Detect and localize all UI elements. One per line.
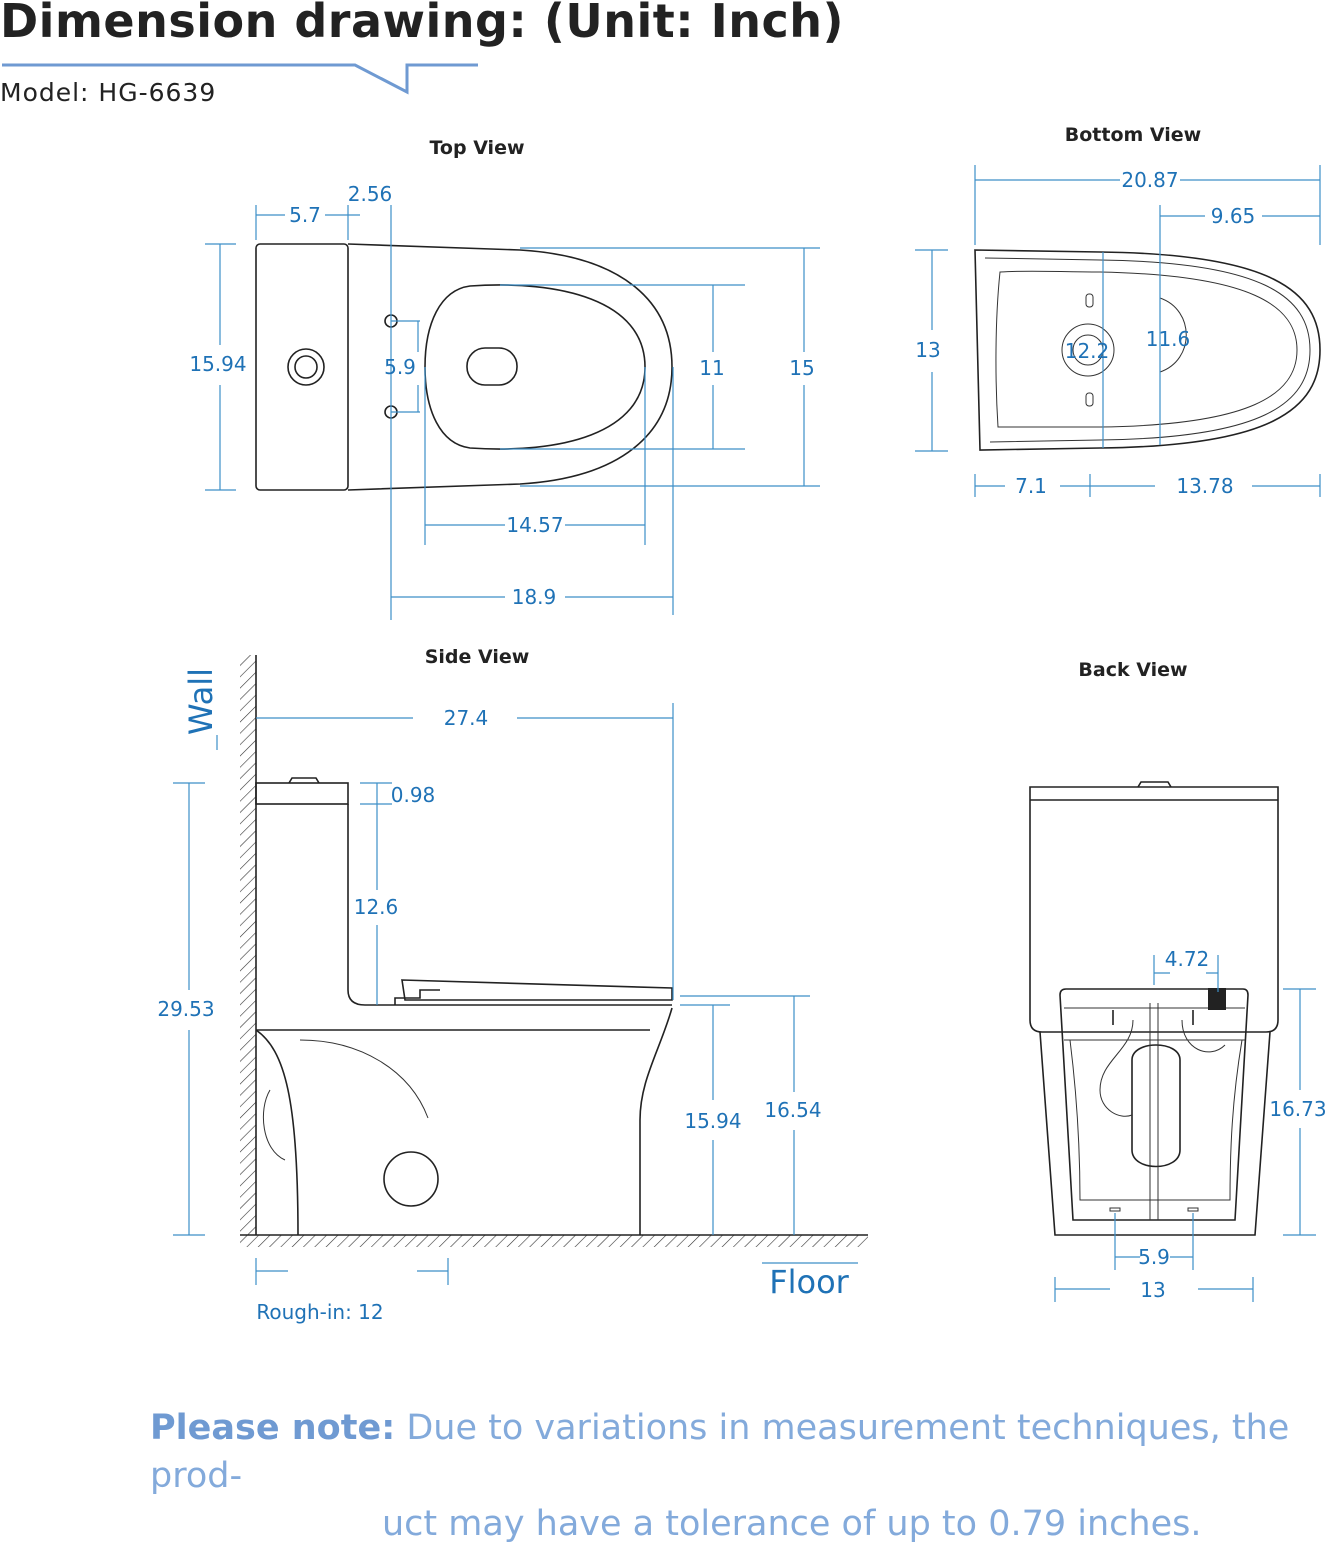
dim-label: 9.65 — [1211, 204, 1256, 228]
wall-hatch — [240, 655, 256, 1235]
back-view-title: Back View — [1078, 659, 1187, 681]
side-view-title: Side View — [425, 646, 530, 668]
dim-label: 27.4 — [444, 706, 489, 730]
dim-label: 13 — [1140, 1278, 1165, 1302]
top-view: Top View 5.7 2.56 15.94 5.9 11 15 14.57 … — [189, 137, 820, 620]
dim-label: 11.6 — [1146, 327, 1191, 351]
floor-label: Floor — [769, 1263, 849, 1301]
dim-label: 11 — [699, 356, 724, 380]
dimension-drawing: Top View 5.7 2.56 15.94 5.9 11 15 14.57 … — [2, 63, 1327, 1324]
seat — [401, 979, 673, 1001]
tank-body — [347, 804, 672, 1006]
dim-label: 29.53 — [157, 997, 214, 1021]
note-text-line2: uct may have a tolerance of up to 0.79 i… — [382, 1504, 1202, 1544]
rough-in-label: Rough-in: 12 — [256, 1300, 383, 1324]
lid-bumper — [466, 347, 518, 386]
dim-label: 16.73 — [1269, 1097, 1326, 1121]
outlet-circle — [383, 1151, 439, 1207]
dim-label: 5.9 — [1138, 1245, 1170, 1269]
top-view-title: Top View — [429, 137, 524, 159]
side-view: Side View Wall 27.4 0.98 12.6 29.53 15.9… — [157, 646, 868, 1324]
dim-label: 12.6 — [354, 895, 399, 919]
dim-label: 20.87 — [1121, 168, 1178, 192]
dim-label: 12.2 — [1065, 339, 1110, 363]
back-view: Back View 4.72 16.73 5.9 13 — [1029, 659, 1327, 1302]
seat-outline — [424, 284, 646, 450]
bowl-back — [255, 1029, 299, 1236]
dim-label: 2.56 — [348, 182, 393, 206]
base-back — [1039, 1031, 1271, 1236]
outlet-icon — [1061, 323, 1115, 377]
dim-label: 13.78 — [1176, 474, 1233, 498]
floor-hatch — [240, 1235, 868, 1247]
wall-label: Wall — [182, 668, 220, 735]
base-outline — [974, 249, 1321, 451]
dim-label: 16.54 — [764, 1098, 821, 1122]
trapway — [1131, 1044, 1181, 1168]
dim-label: 4.72 — [1165, 947, 1210, 971]
tank-lid — [255, 782, 349, 805]
bowl-bottom — [995, 270, 1298, 428]
title-underline — [2, 63, 478, 95]
model-number: Model: HG-6639 — [0, 78, 217, 107]
tank-back — [1029, 786, 1279, 1033]
dim-label: 15.94 — [189, 352, 246, 376]
bottom-view-title: Bottom View — [1065, 124, 1202, 146]
dim-label: 7.1 — [1015, 474, 1047, 498]
flush-button-icon — [287, 348, 325, 386]
dim-label: 0.98 — [391, 783, 436, 807]
tolerance-note: Please note: Due to variations in measur… — [150, 1404, 1334, 1548]
dim-label: 18.9 — [512, 585, 557, 609]
dim-label: 5.7 — [289, 203, 321, 227]
dim-label: 15 — [789, 356, 814, 380]
tank-outline — [255, 243, 349, 491]
dim-label: 15.94 — [684, 1109, 741, 1133]
water-inlet-icon — [1208, 988, 1226, 1010]
page-title: Dimension drawing: (Unit: Inch) — [0, 0, 845, 48]
bowl-front — [639, 1007, 673, 1235]
dim-label: 14.57 — [506, 513, 563, 537]
bowl-outline — [347, 243, 673, 491]
note-text-line1: Due to variations in measurement techniq… — [150, 1408, 1290, 1496]
note-label: Please note: — [150, 1408, 396, 1448]
dim-label: 13 — [915, 338, 940, 362]
bottom-view: Bottom View 20.87 9.65 13 12.2 11.6 7.1 … — [915, 124, 1321, 498]
dim-label: 5.9 — [384, 355, 416, 379]
